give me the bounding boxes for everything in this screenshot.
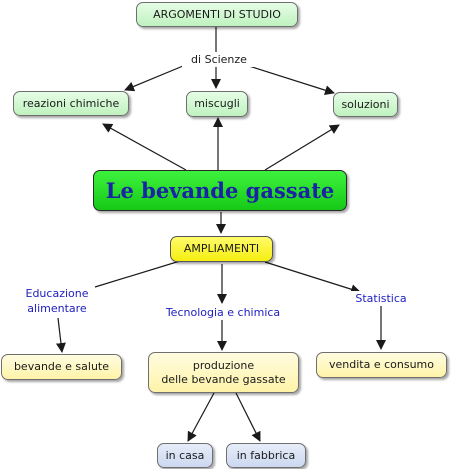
- node-soluzioni-label: soluzioni: [341, 97, 390, 111]
- node-main-label: Le bevande gassate: [105, 177, 335, 203]
- link-tecnologia-label: Tecnologia e chimica: [165, 306, 281, 319]
- node-salute-label: bevande e salute: [13, 360, 110, 373]
- connector-produzione-casa: [187, 392, 215, 442]
- node-argomenti-di-studio[interactable]: ARGOMENTI DI STUDIO: [136, 2, 298, 27]
- node-vendita-e-consumo[interactable]: vendita e consumo: [316, 352, 447, 378]
- node-ampliamenti[interactable]: AMPLIAMENTI: [170, 236, 273, 262]
- node-vendita-label: vendita e consumo: [329, 358, 434, 371]
- link-tecnologia-e-chimica: Tecnologia e chimica: [156, 305, 290, 320]
- node-produzione-label-line2: delle bevande gassate: [161, 372, 286, 386]
- connector-scienze-soluzioni: [248, 65, 335, 96]
- node-miscugli[interactable]: miscugli: [186, 91, 248, 117]
- node-produzione[interactable]: produzione delle bevande gassate: [148, 352, 299, 393]
- node-reazioni-chimiche[interactable]: reazioni chimiche: [13, 91, 129, 116]
- node-in-casa[interactable]: in casa: [157, 443, 213, 468]
- node-fabbrica-label: in fabbrica: [236, 448, 296, 462]
- node-argomenti-label: ARGOMENTI DI STUDIO: [153, 7, 281, 21]
- node-in-fabbrica[interactable]: in fabbrica: [226, 443, 306, 468]
- connector-produzione-fabbrica: [235, 392, 261, 442]
- node-miscugli-label: miscugli: [194, 97, 240, 110]
- connector-main-soluzioni: [264, 124, 340, 171]
- connector-educazione-salute: [55, 317, 66, 353]
- connector-ampli-educazione: [94, 260, 181, 288]
- link-educazione-line2: alimentare: [27, 302, 87, 315]
- link-educazione-line1: Educazione: [25, 287, 89, 300]
- link-di-scienze: di Scienze: [182, 52, 256, 67]
- node-bevande-e-salute[interactable]: bevande e salute: [1, 354, 122, 380]
- node-casa-label: in casa: [165, 448, 205, 462]
- node-produzione-label-line1: produzione: [192, 358, 255, 372]
- connector-scienze-reazioni: [124, 65, 184, 92]
- link-scienze-label: di Scienze: [191, 53, 247, 66]
- node-le-bevande-gassate[interactable]: Le bevande gassate: [93, 170, 347, 211]
- connector-main-reazioni: [102, 123, 187, 171]
- node-reazioni-label: reazioni chimiche: [22, 96, 120, 110]
- link-statistica-label: Statistica: [355, 292, 407, 305]
- link-statistica: Statistica: [348, 291, 414, 306]
- node-ampliamenti-label: AMPLIAMENTI: [183, 242, 260, 255]
- node-soluzioni[interactable]: soluzioni: [333, 92, 398, 117]
- connector-ampli-statistica: [264, 261, 361, 295]
- link-educazione-alimentare: Educazione alimentare: [14, 286, 100, 316]
